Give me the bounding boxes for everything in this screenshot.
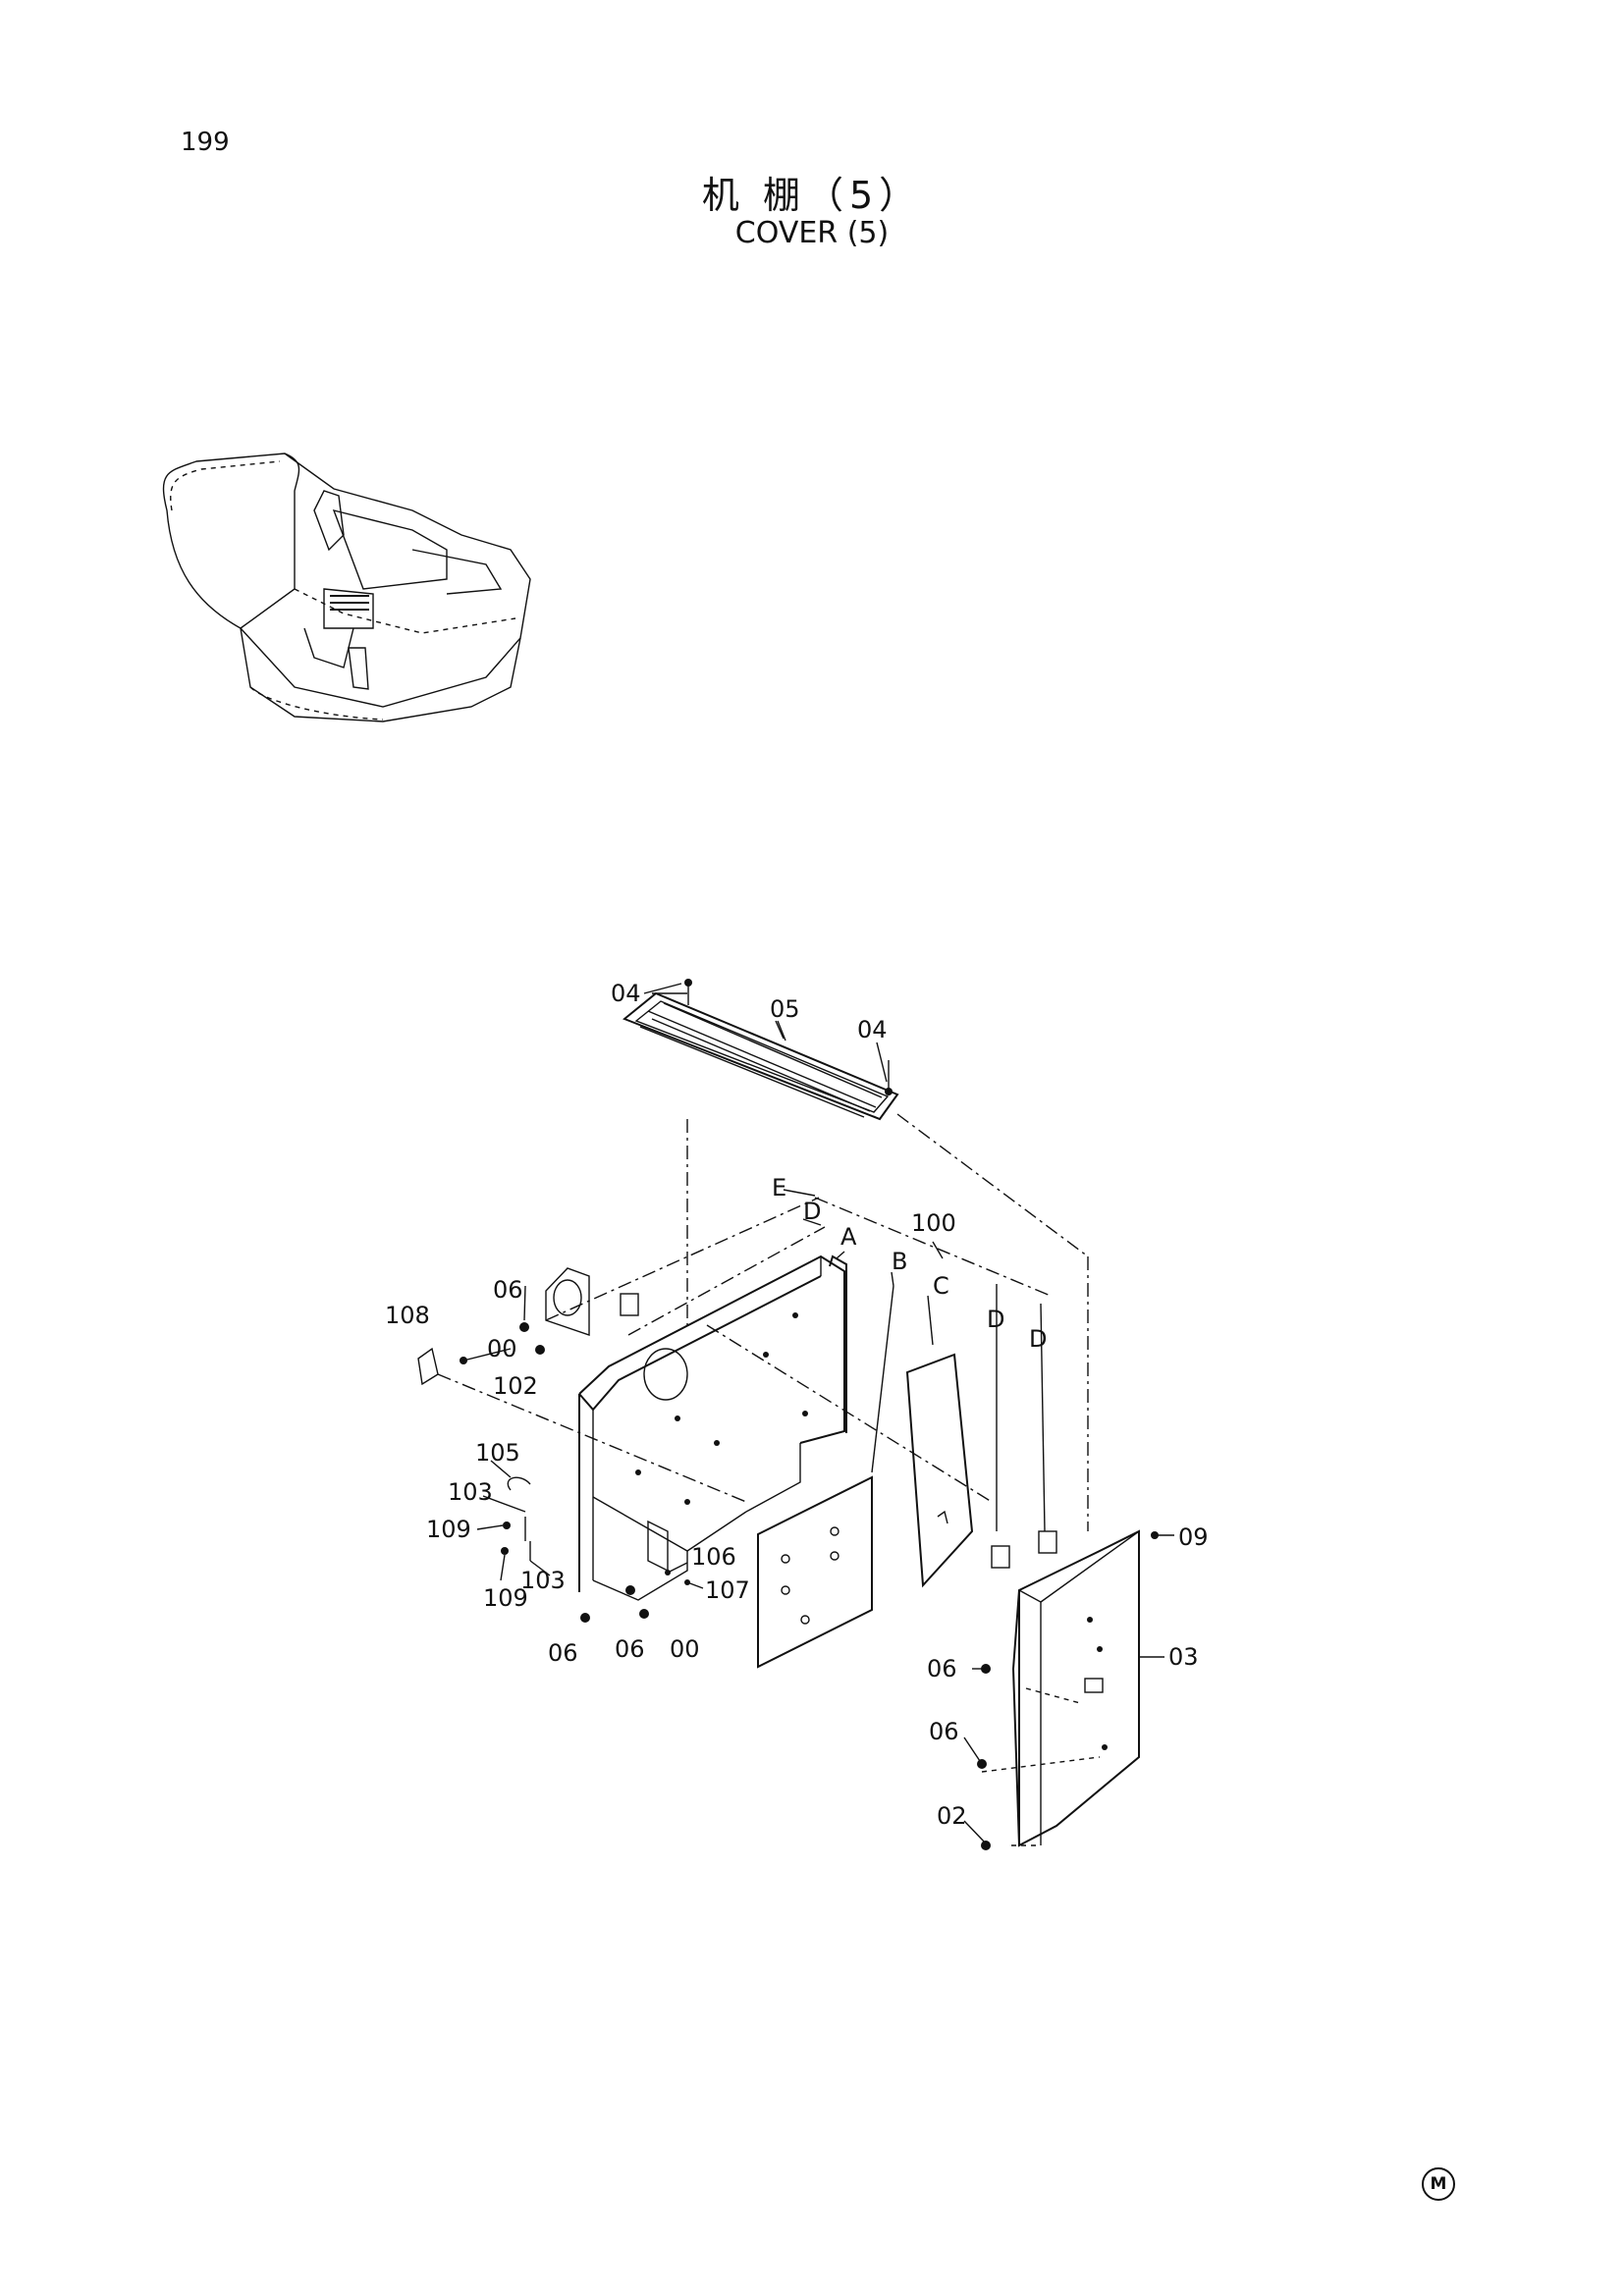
- grille-05: [623, 979, 899, 1121]
- page-title-english: COVER (5): [734, 216, 890, 250]
- callout-06-lower-mid: 06: [615, 1635, 645, 1663]
- guide-line: [814, 1197, 1052, 1297]
- callout-06-right-upper: 06: [927, 1655, 957, 1682]
- page-number: 199: [181, 128, 230, 157]
- guide-line: [627, 1226, 826, 1336]
- pad-block: [1038, 1530, 1057, 1554]
- callout-05: 05: [770, 995, 800, 1023]
- pad-block: [991, 1545, 1010, 1569]
- callout-d-third: D: [1029, 1325, 1047, 1353]
- right-cover-03: [981, 1529, 1140, 1847]
- panel-c: [905, 1295, 974, 1588]
- panel-b: [757, 1285, 894, 1669]
- callout-06-upper: 06: [493, 1276, 523, 1304]
- left-cover-panel: [545, 1255, 847, 1601]
- callout-107: 107: [705, 1576, 750, 1604]
- callout-d: D: [803, 1198, 821, 1225]
- callout-102: 102: [493, 1372, 538, 1400]
- callout-06-right-lower: 06: [929, 1718, 959, 1745]
- callout-03: 03: [1168, 1643, 1199, 1671]
- callout-c: C: [933, 1272, 949, 1300]
- page-title-chinese: 机 棚（5）: [701, 174, 923, 217]
- callout-106: 106: [691, 1543, 736, 1571]
- guide-line: [896, 1113, 1089, 1257]
- callout-100: 100: [911, 1209, 956, 1237]
- callout-105: 105: [475, 1439, 520, 1467]
- callout-108: 108: [385, 1302, 430, 1329]
- guide-line: [706, 1324, 993, 1503]
- manufacturer-mark: M: [1422, 2167, 1455, 2201]
- leader-lines: [462, 983, 1174, 1844]
- callout-00-lower: 00: [670, 1635, 700, 1663]
- guide-line: [437, 1373, 747, 1503]
- callout-103-lower: 103: [520, 1567, 566, 1594]
- callout-103-upper: 103: [448, 1478, 493, 1506]
- callout-e: E: [772, 1174, 786, 1201]
- latch-hardware: [417, 1322, 1159, 1850]
- excavator-locator-sketch: [162, 453, 531, 722]
- callout-a: A: [840, 1223, 857, 1251]
- callout-06-lower-left: 06: [548, 1639, 578, 1667]
- callout-04-top-right: 04: [857, 1016, 888, 1043]
- callout-d-second: D: [987, 1306, 1004, 1333]
- callout-09: 09: [1178, 1523, 1209, 1551]
- callout-04-top-left: 04: [611, 980, 641, 1007]
- callout-109-upper: 109: [426, 1516, 471, 1543]
- pad-block: [620, 1293, 639, 1316]
- guide-line: [545, 1197, 820, 1321]
- callout-b: B: [892, 1248, 907, 1275]
- callout-02: 02: [937, 1802, 967, 1830]
- callout-109-lower: 109: [483, 1584, 528, 1612]
- callout-00-upper: 00: [487, 1335, 517, 1362]
